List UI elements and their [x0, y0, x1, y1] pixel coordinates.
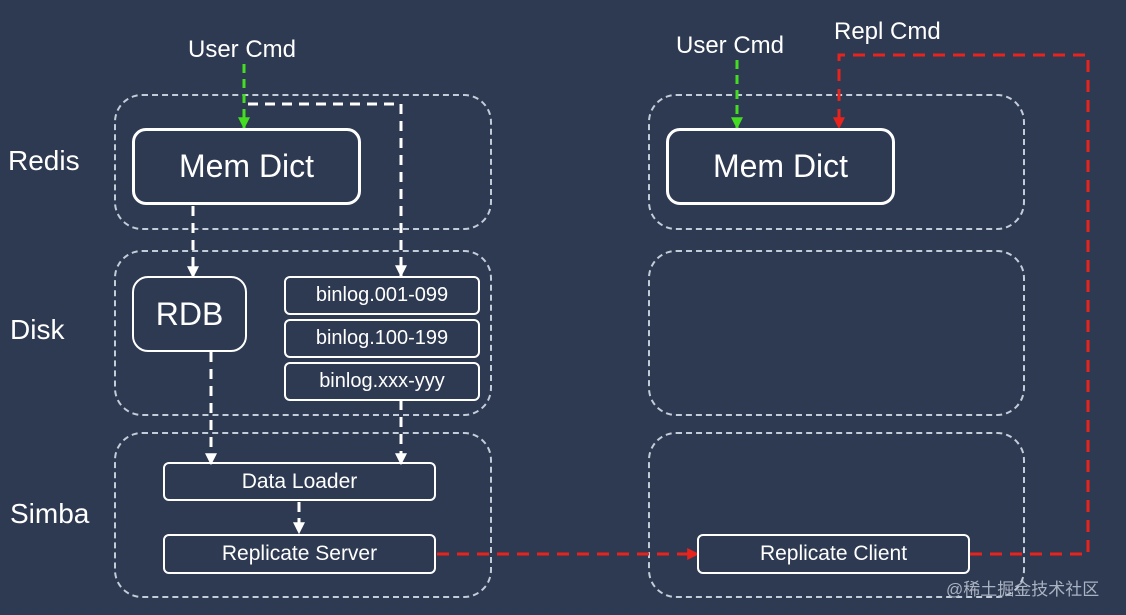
redis-layer-label: Redis — [8, 145, 80, 176]
binlog-box-1: binlog.001-099 — [284, 276, 480, 315]
simba-layer-label: Simba — [10, 498, 90, 529]
right-simba-region — [648, 432, 1025, 598]
left-redis-region — [114, 94, 492, 230]
right-disk-region — [648, 250, 1025, 416]
watermark-text: @稀土掘金技术社区 — [946, 580, 1100, 599]
binlog-box-2: binlog.100-199 — [284, 319, 480, 358]
client-to-memdict-repl-arrow — [833, 53, 1090, 556]
left-mem-dict-box: Mem Dict — [132, 128, 361, 205]
replicate-client-box: Replicate Client — [697, 534, 970, 574]
rdb-box: RDB — [132, 276, 247, 352]
replicate-server-box: Replicate Server — [163, 534, 436, 574]
binlog-box-3: binlog.xxx-yyy — [284, 362, 480, 401]
left-simba-region — [114, 432, 492, 598]
left-user-cmd-label: User Cmd — [188, 36, 297, 63]
left-disk-region — [114, 250, 492, 416]
disk-layer-label: Disk — [10, 314, 65, 345]
right-user-cmd-label: User Cmd — [676, 32, 785, 59]
right-mem-dict-box: Mem Dict — [666, 128, 895, 205]
repl-cmd-label: Repl Cmd — [834, 18, 941, 45]
right-redis-region — [648, 94, 1025, 230]
cmd-to-binlog-arrow — [248, 102, 407, 278]
data-loader-box: Data Loader — [163, 462, 436, 501]
